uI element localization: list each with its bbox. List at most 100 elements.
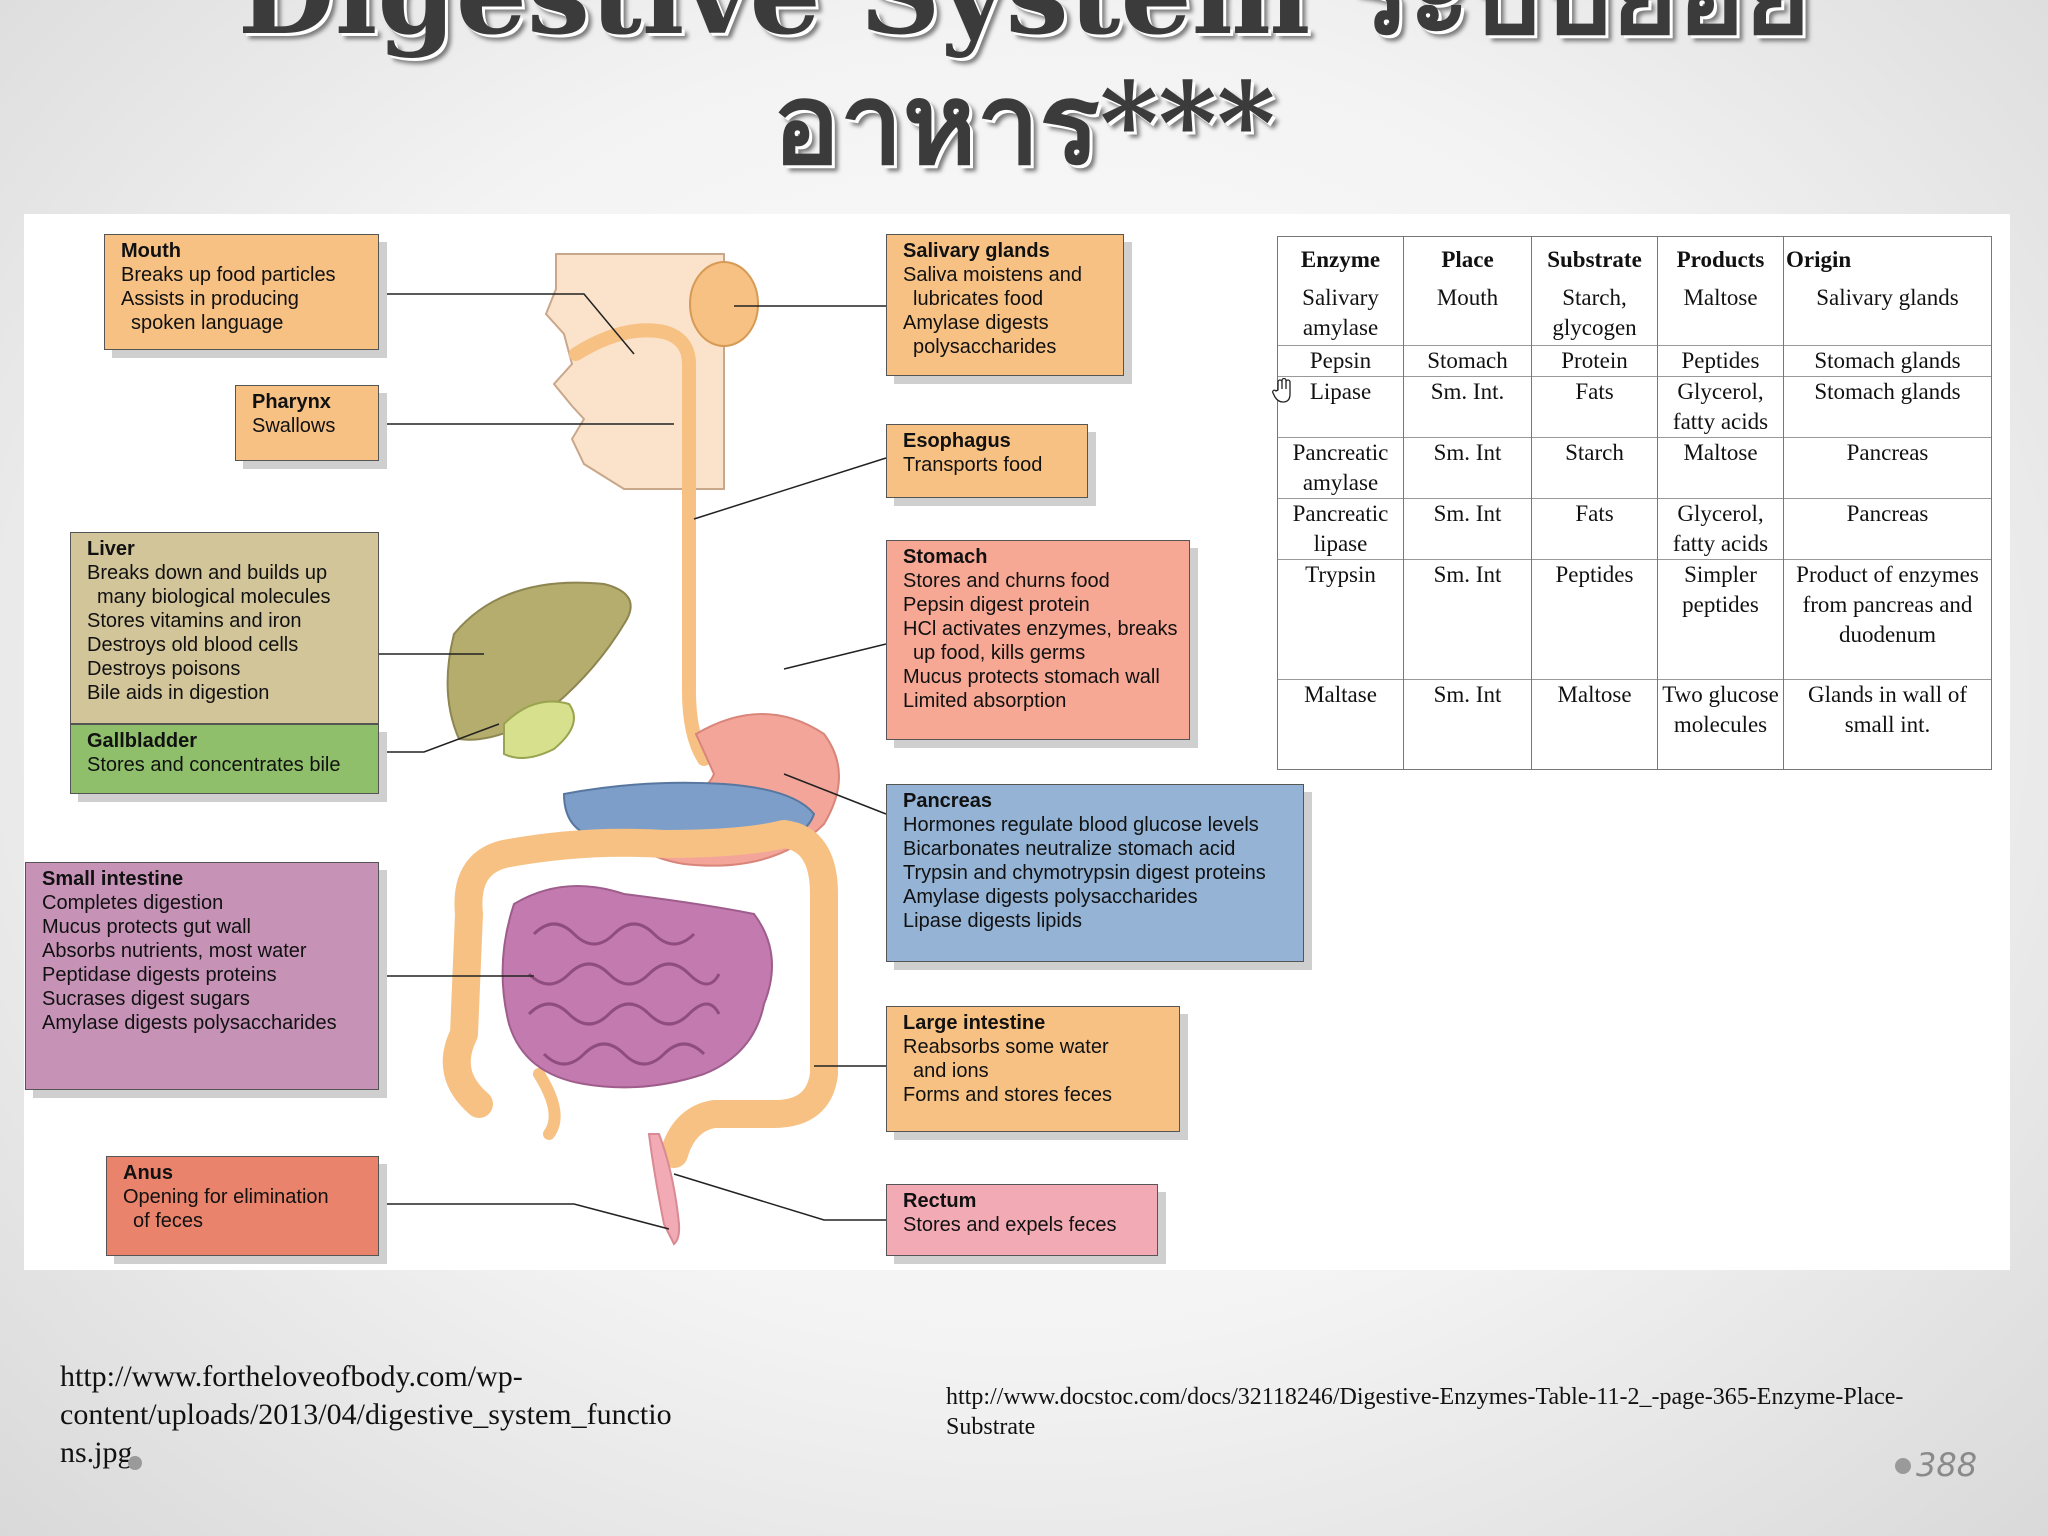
small-intestine-box: Small intestine Completes digestion Mucu…	[25, 862, 379, 1090]
liver-shape	[446, 581, 632, 741]
table-cell: Simpler peptides	[1657, 558, 1784, 679]
large-intestine-box: Large intestine Reabsorbs some water and…	[886, 1006, 1180, 1132]
table-row: Lipase Sm. Int. Fats Glycerol, fatty aci…	[1277, 375, 1992, 437]
table-cell: Glycerol, fatty acids	[1657, 497, 1784, 559]
table-row: Salivary amylase Mouth Starch, glycogen …	[1277, 283, 1992, 345]
slide-title-line1: Digestive System ระบบย่อย	[0, 0, 2048, 60]
mouth-line: Breaks up food particles	[121, 264, 336, 286]
anus-line: of feces	[133, 1210, 204, 1232]
salivary-glands-box: Salivary glands Saliva moistens and lubr…	[886, 234, 1124, 376]
table-cell: Fats	[1531, 375, 1658, 437]
image-source-left: http://www.fortheloveofbody.com/wp- cont…	[60, 1358, 820, 1472]
pancreas-box: Pancreas Hormones regulate blood glucose…	[886, 784, 1304, 962]
gallbladder-box: Gallbladder Stores and concentrates bile	[70, 724, 379, 794]
mouth-box: Mouth Breaks up food particles Assists i…	[104, 234, 379, 350]
table-cell: Glands in wall of small int.	[1783, 678, 1992, 770]
stomach-line: Limited absorption	[903, 690, 1067, 712]
liver-box: Liver Breaks down and builds up many bio…	[70, 532, 379, 724]
table-cell: Sm. Int.	[1403, 375, 1532, 437]
leader-rectum	[673, 1173, 886, 1221]
pharynx-title: Pharynx	[252, 391, 331, 413]
page-number-text: 388	[1916, 1446, 1978, 1484]
esophagus-tube	[681, 477, 711, 766]
salivary-glands-line: Saliva moistens and	[903, 264, 1082, 286]
large-intestine-line: Reabsorbs some water	[903, 1036, 1109, 1058]
small-intestine-shape	[501, 885, 773, 1089]
small-intestine-line: Absorbs nutrients, most water	[42, 940, 307, 962]
rectum-box: Rectum Stores and expels feces	[886, 1184, 1158, 1256]
table-cell: Peptides	[1531, 558, 1658, 679]
pharynx-tube	[569, 323, 696, 521]
liver-line: Destroys old blood cells	[87, 634, 299, 656]
table-row: Pancreatic amylase Sm. Int Starch Maltos…	[1277, 436, 1992, 498]
pancreas-line: Amylase digests polysaccharides	[903, 886, 1198, 908]
table-cell: Peptides	[1657, 344, 1784, 376]
mouth-line: spoken language	[131, 312, 284, 334]
gallbladder-line: Stores and concentrates bile	[87, 754, 341, 776]
mouth-title: Mouth	[121, 240, 181, 262]
table-row: Pancreatic lipase Sm. Int Fats Glycerol,…	[1277, 497, 1992, 559]
small-intestine-line: Amylase digests polysaccharides	[42, 1012, 337, 1034]
slide-title: Digestive System ระบบย่อย อาหาร***	[0, 0, 2048, 190]
stomach-line: Mucus protects stomach wall	[903, 666, 1160, 688]
table-cell: Maltose	[1657, 436, 1784, 498]
column-header-origin: Origin	[1783, 236, 1992, 283]
stomach-box: Stomach Stores and churns food Pepsin di…	[886, 540, 1190, 740]
enzyme-table: Enzyme Place Substrate Products Origin S…	[1277, 236, 1992, 770]
small-intestine-line: Sucrases digest sugars	[42, 988, 250, 1010]
pancreas-line: Lipase digests lipids	[903, 910, 1082, 932]
table-cell: Stomach glands	[1783, 375, 1992, 437]
mouth-line: Assists in producing	[121, 288, 299, 310]
table-cell: Pancreatic lipase	[1277, 497, 1404, 559]
table-cell: Pancreatic amylase	[1277, 436, 1404, 498]
pancreas-title: Pancreas	[903, 790, 992, 812]
salivary-glands-line: lubricates food	[913, 288, 1044, 310]
anus-title: Anus	[123, 1162, 173, 1184]
salivary-glands-line: Amylase digests	[903, 312, 1049, 334]
salivary-glands-title: Salivary glands	[903, 240, 1050, 262]
table-cell: Sm. Int	[1403, 436, 1532, 498]
table-cell: Maltose	[1531, 678, 1658, 770]
large-intestine-line: and ions	[913, 1060, 989, 1082]
leader-pancreas	[783, 773, 887, 815]
slide-title-line2: อาหาร***	[772, 59, 1276, 190]
pharynx-line: Swallows	[252, 415, 336, 437]
table-cell: Maltase	[1277, 678, 1404, 770]
leader-mouth	[379, 293, 635, 355]
table-cell: Salivary glands	[1783, 283, 1992, 345]
image-source-left-line3: ns.jpg	[60, 1436, 133, 1469]
small-intestine-title: Small intestine	[42, 868, 184, 890]
table-cell: Glycerol, fatty acids	[1657, 375, 1784, 437]
table-row: Maltase Sm. Int Maltose Two glucose mole…	[1277, 678, 1992, 770]
pancreas-line: Bicarbonates neutralize stomach acid	[903, 838, 1236, 860]
small-intestine-line: Mucus protects gut wall	[42, 916, 251, 938]
leader-anus	[379, 1203, 670, 1230]
liver-line: Stores vitamins and iron	[87, 610, 302, 632]
leader-esophagus	[693, 457, 887, 520]
enzyme-table-header-row: Enzyme Place Substrate Products Origin	[1277, 236, 1992, 283]
stomach-line: Pepsin digest protein	[903, 594, 1090, 616]
rectum-shape	[647, 1133, 681, 1246]
stomach-line: HCl activates enzymes, breaks	[903, 618, 1178, 640]
head-silhouette	[544, 253, 725, 490]
table-source-right: http://www.docstoc.com/docs/32118246/Dig…	[946, 1384, 1904, 1440]
rectum-title: Rectum	[903, 1190, 977, 1212]
table-cell: Pancreas	[1783, 497, 1992, 559]
liver-line: Breaks down and builds up	[87, 562, 328, 584]
large-intestine-title: Large intestine	[903, 1012, 1046, 1034]
page-bullet-icon	[1895, 1458, 1911, 1474]
large-intestine-line: Forms and stores feces	[903, 1084, 1112, 1106]
bullet-dot-icon	[128, 1456, 142, 1470]
page-number: 388	[1892, 1446, 1977, 1484]
table-cell: Product of enzymes from pancreas and duo…	[1783, 558, 1992, 679]
table-cell: Two glucose molecules	[1657, 678, 1784, 770]
image-source-left-line2: content/uploads/2013/04/digestive_system…	[60, 1398, 672, 1431]
stomach-line: Stores and churns food	[903, 570, 1110, 592]
table-cell: Mouth	[1403, 283, 1532, 345]
rectum-line: Stores and expels feces	[903, 1214, 1117, 1236]
anus-box: Anus Opening for elimination of feces	[106, 1156, 379, 1256]
pancreas-line: Hormones regulate blood glucose levels	[903, 814, 1259, 836]
gallbladder-shape	[503, 700, 575, 759]
table-cell: Trypsin	[1277, 558, 1404, 679]
table-cell: Lipase	[1277, 375, 1404, 437]
